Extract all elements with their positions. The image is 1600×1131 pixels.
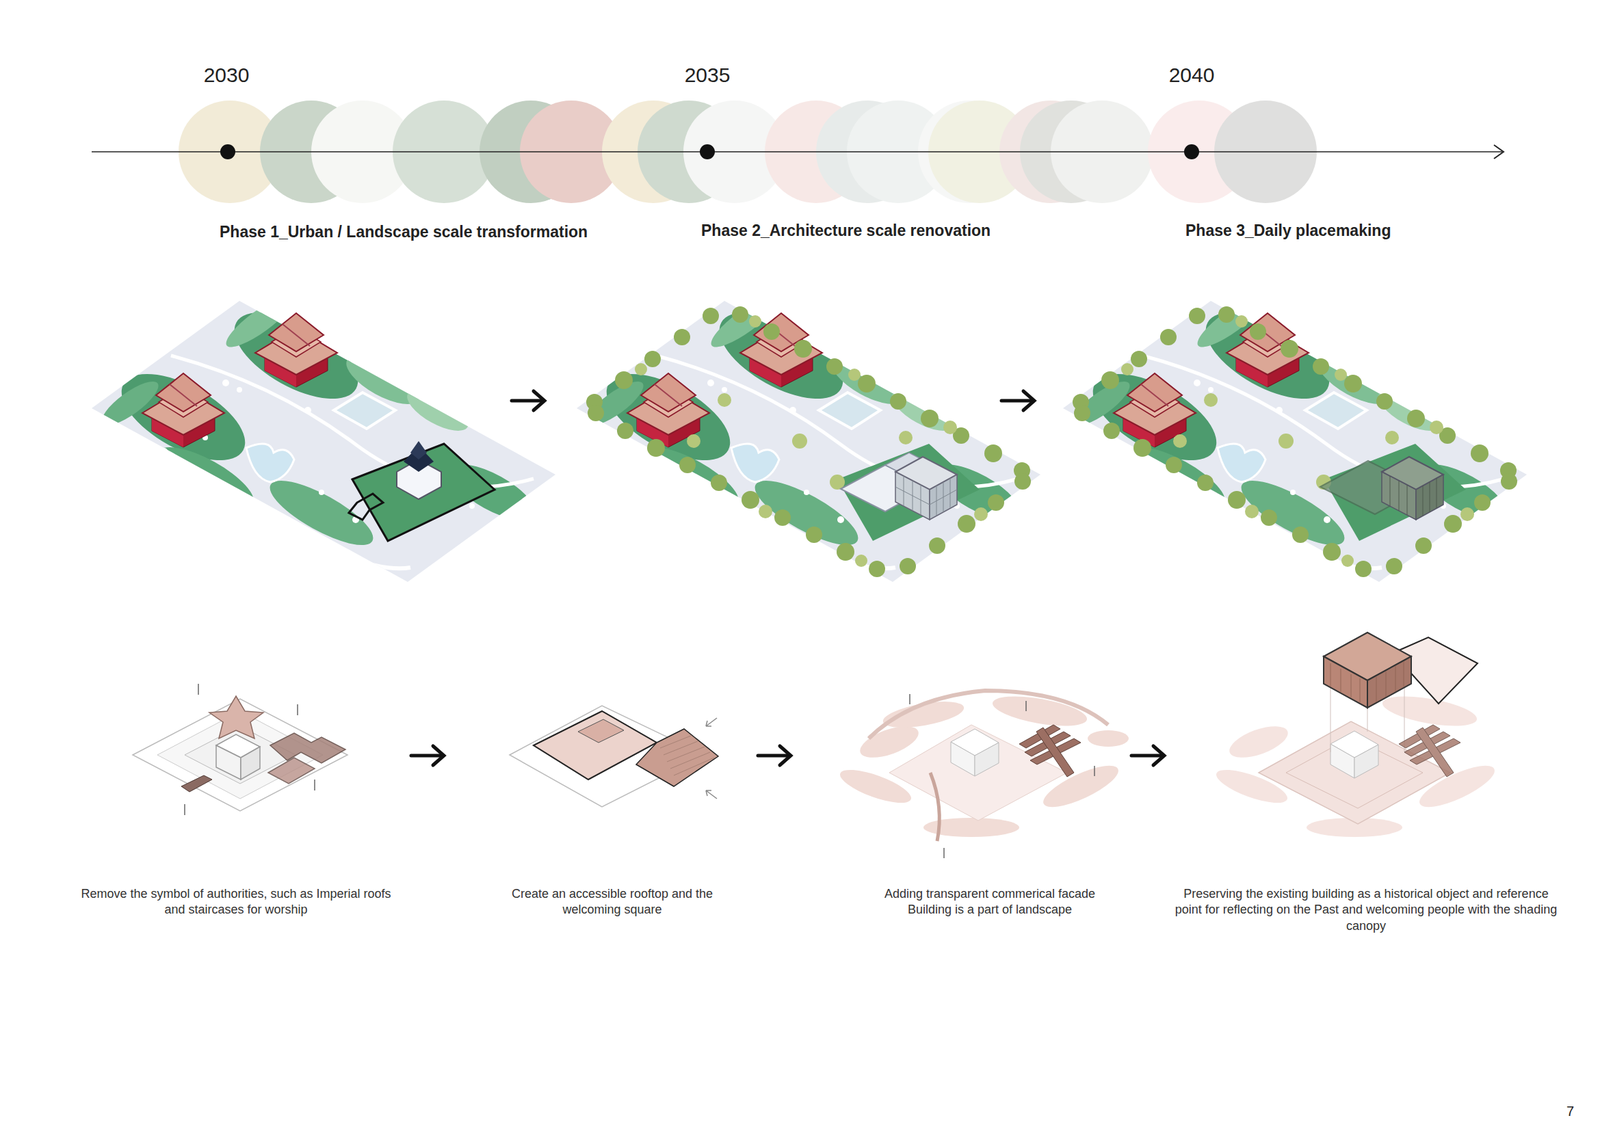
step-caption: Create an accessible rooftop and the wel… [499,886,726,919]
phase-label: Phase 2_Architecture scale renovation [701,220,991,242]
phase-label: Phase 1_Urban / Landscape scale transfor… [219,222,588,243]
year-label: 2030 [171,61,282,89]
step-caption: Remove the symbol of authorities, such a… [75,886,397,919]
step-caption: Adding transparent commerical facade Bui… [866,886,1113,919]
step-caption: Preserving the existing building as a hi… [1174,886,1558,935]
page-number: 7 [1566,1102,1594,1121]
phase-label: Phase 3_Daily placemaking [1185,220,1391,242]
year-label: 2035 [652,61,763,89]
year-label: 2040 [1136,61,1247,89]
